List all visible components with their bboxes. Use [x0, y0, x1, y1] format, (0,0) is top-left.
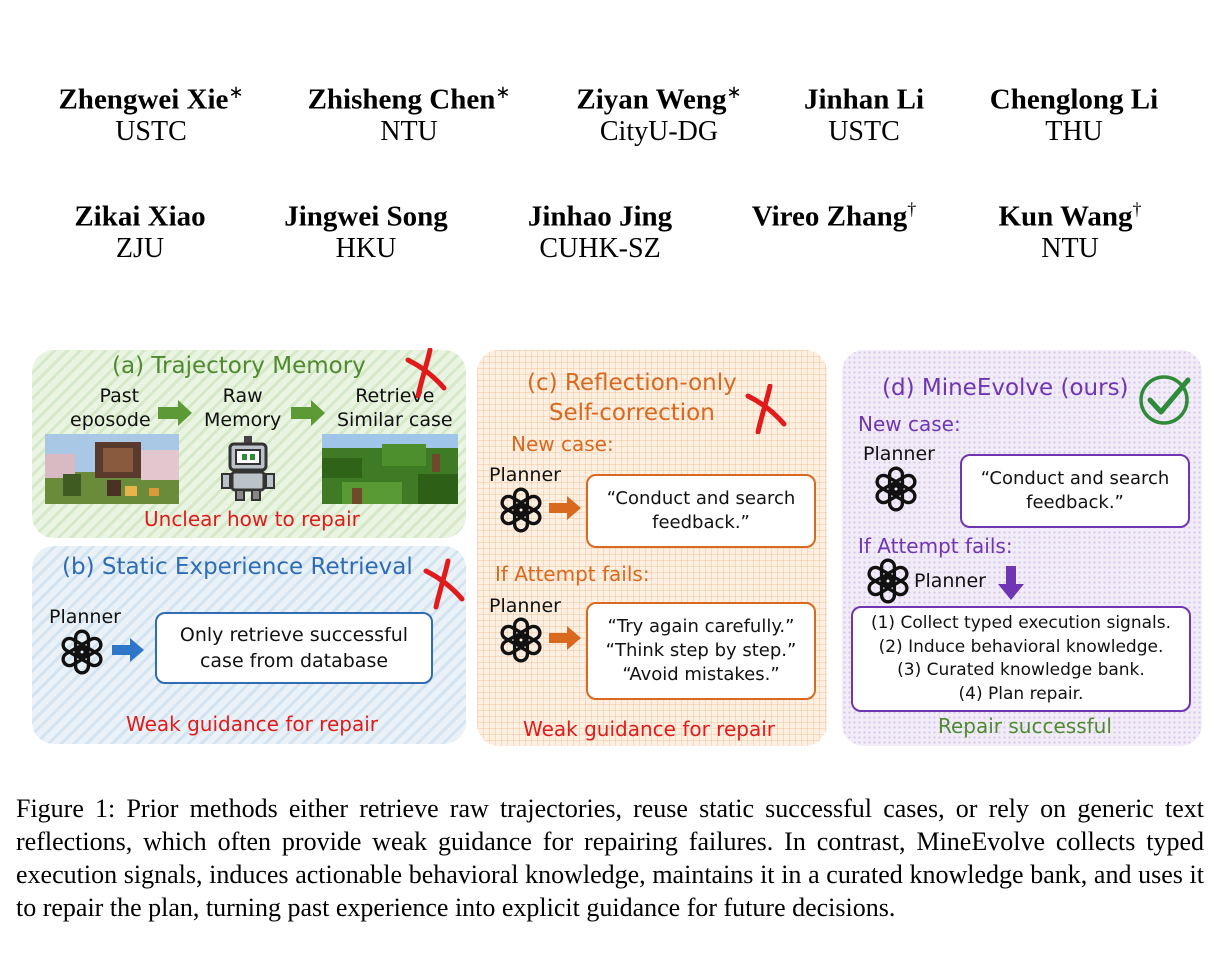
cross-mark-icon: [418, 556, 468, 612]
author: Jinhao Jing CUHK-SZ: [485, 193, 715, 265]
panel-d-footer: Repair successful: [938, 714, 1112, 738]
author: Zikai Xiao ZJU: [25, 193, 255, 265]
arrow-down-icon: [998, 566, 1024, 600]
arrow-right-icon: [549, 626, 583, 650]
if-attempt-fails-label: If Attempt fails:: [495, 562, 650, 586]
arrow-right-icon: [158, 400, 194, 426]
cross-mark-icon: [740, 384, 790, 434]
generic-reflection-box: “Try again carefully.” “Think step by st…: [586, 602, 816, 700]
step-past-episode: Past eposode: [88, 384, 151, 432]
planner-label: Planner: [863, 443, 935, 465]
panel-a-footer: Unclear how to repair: [144, 507, 360, 531]
openai-logo-icon: [864, 557, 912, 605]
author: Jinhan Li USTC: [749, 76, 979, 148]
check-mark-icon: [1136, 370, 1196, 426]
author: Jingwei Song HKU: [251, 193, 481, 265]
arrow-right-icon: [112, 638, 146, 662]
author: Zhengwei Xie∗ USTC: [36, 76, 266, 148]
author: Vireo Zhang†: [719, 193, 949, 233]
step-raw-memory: Raw Memory: [204, 384, 281, 432]
openai-logo-icon: [58, 628, 106, 676]
panel-b-title: (b) Static Experience Retrieval: [62, 554, 413, 580]
figure-caption: Figure 1: Prior methods either retrieve …: [16, 792, 1204, 924]
openai-logo-icon: [497, 486, 545, 534]
arrow-right-icon: [549, 496, 583, 520]
openai-logo-icon: [497, 616, 545, 664]
openai-logo-icon: [872, 465, 920, 513]
author: Chenglong Li THU: [959, 76, 1189, 148]
panel-static-experience-retrieval: (b) Static Experience Retrieval Planner …: [32, 546, 466, 744]
panel-d-title: (d) MineEvolve (ours): [882, 375, 1129, 401]
planner-label: Planner: [489, 595, 561, 617]
cross-mark-icon: [400, 348, 450, 398]
minecraft-episode-image: [45, 434, 179, 504]
planner-label: Planner: [489, 464, 561, 486]
conduct-search-box: “Conduct and search feedback.”: [586, 474, 816, 548]
author: Zhisheng Chen∗ NTU: [294, 76, 524, 148]
panel-b-footer: Weak guidance for repair: [126, 712, 378, 736]
similar-case-image: [322, 434, 458, 504]
panel-mineevolve: (d) MineEvolve (ours) New case: Planner …: [842, 350, 1202, 746]
author: Kun Wang† NTU: [955, 193, 1185, 265]
panel-c-title: (c) Reflection-only Self-correction: [527, 368, 737, 428]
panel-c-footer: Weak guidance for repair: [523, 717, 775, 741]
robot-icon: [220, 436, 276, 502]
conduct-search-box: “Conduct and search feedback.”: [960, 454, 1190, 528]
new-case-label: New case:: [858, 412, 961, 436]
author: Ziyan Weng∗ CityU-DG: [544, 76, 774, 148]
retrieval-box: Only retrieve successful case from datab…: [155, 612, 433, 684]
if-attempt-fails-label: If Attempt fails:: [858, 534, 1013, 558]
panel-a-title: (a) Trajectory Memory: [112, 353, 366, 379]
arrow-right-icon: [291, 400, 327, 426]
new-case-label: New case:: [511, 432, 614, 456]
planner-label: Planner: [49, 606, 121, 628]
mineevolve-steps-box: (1) Collect typed execution signals. (2)…: [851, 606, 1191, 712]
planner-label: Planner: [914, 570, 986, 592]
